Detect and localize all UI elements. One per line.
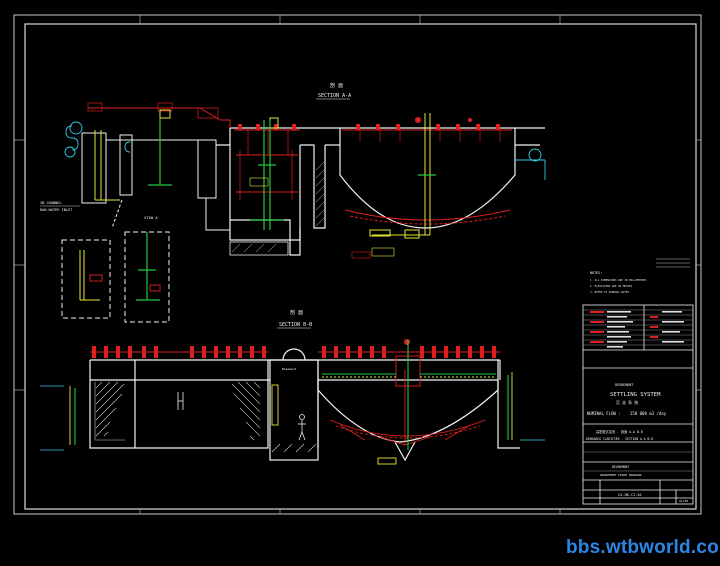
notes-heading: NOTES:	[590, 271, 602, 275]
tb-project: SETTLING SYSTEM	[610, 392, 661, 398]
view-a-label: VIEW A	[144, 215, 158, 220]
tb-size: A1/30	[679, 499, 688, 503]
tb-drawing-no: C4-UK-CI-01	[618, 493, 642, 497]
tb-client: DEGREMONT	[612, 465, 629, 469]
structure-tag: Basement	[282, 367, 297, 371]
section-bb-title: 剖 面	[290, 309, 303, 316]
tb-drawing-title: DENSADEG CLARIFIER - SECTION A-A B-B	[586, 437, 653, 441]
notes-block: NOTES: 1. ALL DIMENSIONS ARE IN MILLIMET…	[590, 258, 690, 294]
note-line-2: 2. ELEVATIONS ARE IN METRES	[590, 284, 633, 288]
left-note-2: RAW WATER INLET	[40, 208, 73, 212]
left-note-1: IN CHANNEL	[40, 201, 62, 205]
section-aa-label: SECTION A-A	[318, 93, 351, 99]
view-a-detail: VIEW A	[61, 199, 170, 323]
tb-drawing-title-cn: 高密度沉淀池 - 剖面 A-A B-B	[596, 429, 643, 434]
note-line-1: 1. ALL DIMENSIONS ARE IN MILLIMETRES	[590, 278, 647, 282]
watermark-text: bbs.wtbworld.com	[566, 537, 720, 558]
title-block: DEGREMONT SETTLING SYSTEM 沉 淀 系 统 NOMINA…	[582, 304, 694, 505]
tb-subtitle: DEGREMONT ISSUE DRAWING	[600, 473, 642, 477]
tb-company: DEGREMONT	[615, 383, 633, 387]
tb-flow-value: 150 000 m3 /day	[630, 411, 667, 416]
section-bb-label: SECTION B-B	[279, 322, 312, 328]
section-bb-drawing: Basement	[40, 339, 545, 465]
tb-flow-label: NOMINAL FLOW :	[587, 411, 621, 416]
sheet-frame	[13, 14, 702, 515]
section-aa-title: 剖 面	[330, 82, 343, 89]
note-line-3: 3. REFER TO GENERAL NOTES	[590, 290, 629, 294]
section-aa-drawing: IN CHANNEL RAW WATER INLET	[40, 102, 546, 259]
tb-project-cn: 沉 淀 系 统	[616, 400, 638, 405]
